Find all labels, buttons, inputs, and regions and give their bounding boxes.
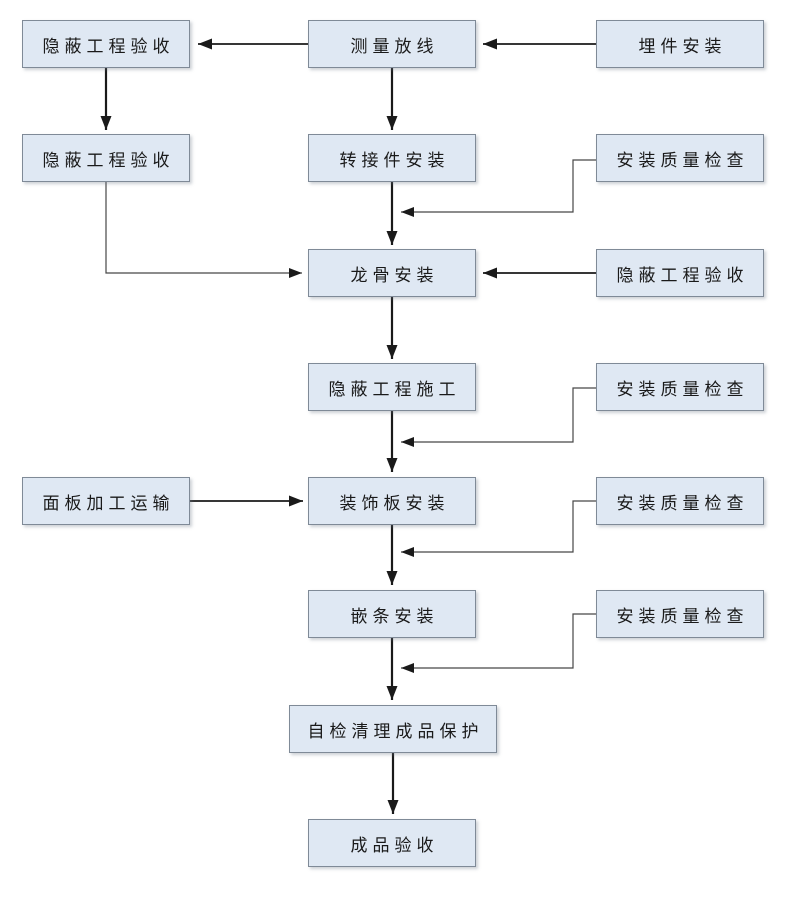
node-concealed-work-construction: 隐蔽工程施工 — [308, 363, 476, 411]
node-trim-strip-installation: 嵌条安装 — [308, 590, 476, 638]
node-panel-processing-transport: 面板加工运输 — [22, 477, 190, 525]
node-concealed-work-acceptance-2: 隐蔽工程验收 — [22, 134, 190, 182]
node-concealed-work-acceptance-1: 隐蔽工程验收 — [22, 20, 190, 68]
arrow-concealed-acceptance-to-keel — [105, 182, 302, 278]
node-decorative-panel-installation: 装饰板安装 — [308, 477, 476, 525]
node-concealed-work-acceptance-3: 隐蔽工程验收 — [596, 249, 764, 297]
node-keel-installation: 龙骨安装 — [308, 249, 476, 297]
node-installation-quality-check-1: 安装质量检查 — [596, 134, 764, 182]
node-finished-product-acceptance: 成品验收 — [308, 819, 476, 867]
node-installation-quality-check-2: 安装质量检查 — [596, 363, 764, 411]
node-installation-quality-check-4: 安装质量检查 — [596, 590, 764, 638]
node-measurement-setting-out: 测量放线 — [308, 20, 476, 68]
node-installation-quality-check-3: 安装质量检查 — [596, 477, 764, 525]
node-embedded-parts-installation: 埋件安装 — [596, 20, 764, 68]
node-adapter-installation: 转接件安装 — [308, 134, 476, 182]
node-self-check-cleaning-protection: 自检清理成品保护 — [289, 705, 497, 753]
